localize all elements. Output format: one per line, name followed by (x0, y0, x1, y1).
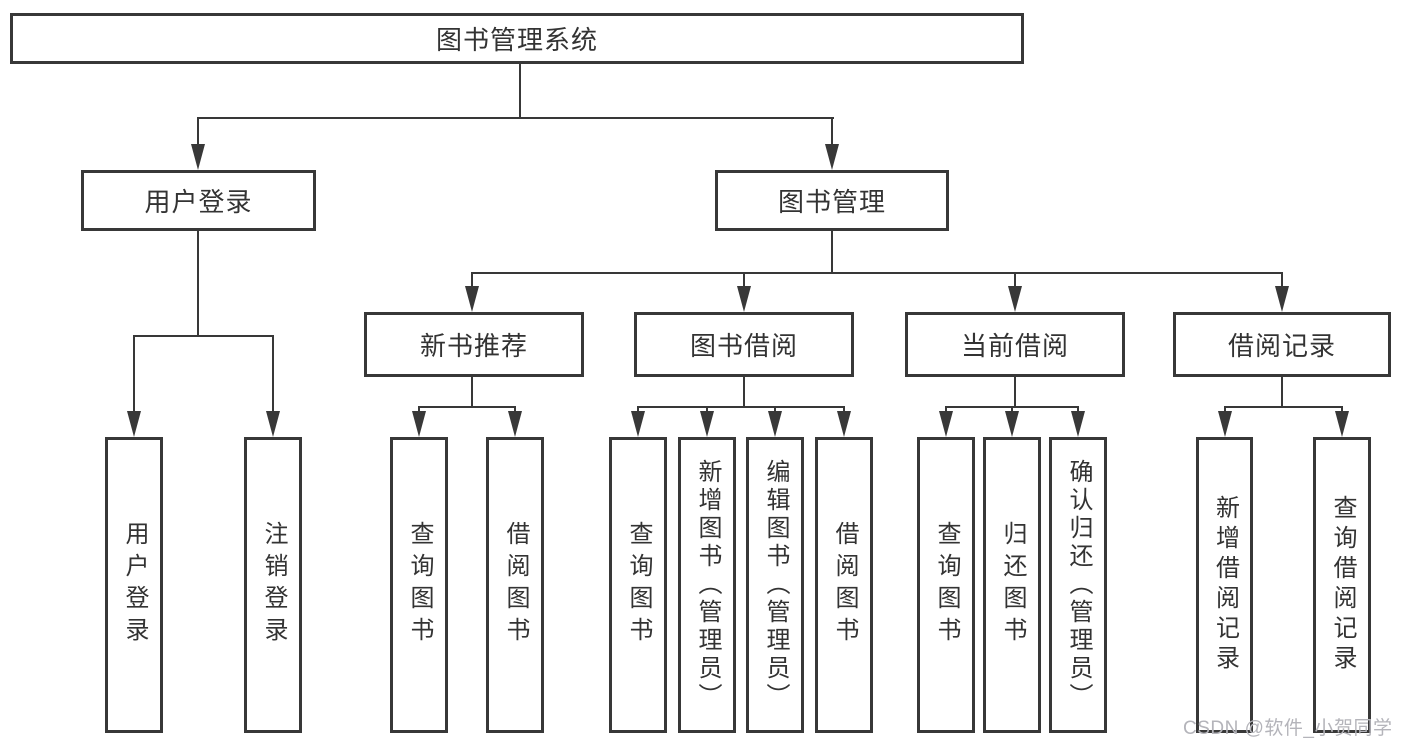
connector-l2-rail (197, 117, 834, 119)
leaf-cb-confirm-return-admin-label: 确认归还（管理员） (1065, 459, 1092, 711)
leaf-bb-edit-books-admin-label: 编辑图书（管理员） (762, 459, 789, 711)
node-user-login-label: 用户登录 (144, 187, 253, 217)
node-root-label: 图书管理系统 (435, 25, 598, 55)
node-book-borrow-label: 图书借阅 (689, 331, 798, 361)
node-book-management-label: 图书管理 (777, 187, 886, 217)
arrowhead-nb-borrow (508, 411, 522, 437)
arrowhead-cb-query (939, 411, 953, 437)
arrowhead-new-book (465, 286, 479, 312)
node-user-login: 用户登录 (81, 170, 316, 231)
arrowhead-br-query (1335, 411, 1349, 437)
leaf-bb-borrow-books: 借阅图书 (815, 437, 873, 733)
arrowhead-borrow-records (1275, 286, 1289, 312)
node-new-book-recommend: 新书推荐 (364, 312, 584, 377)
leaf-bb-borrow-books-label: 借阅图书 (831, 521, 858, 649)
leaf-user-login-label: 用户登录 (121, 521, 148, 649)
leaf-cb-query-books: 查询图书 (917, 437, 975, 733)
node-new-book-recommend-label: 新书推荐 (419, 331, 528, 361)
arrowhead-cb-confirm (1071, 411, 1085, 437)
connector-borrow-records-rail (1224, 406, 1343, 408)
connector-current-borrow-stem (1014, 377, 1016, 408)
connector-new-book-rail (418, 406, 516, 408)
connector-drop-book-borrow (743, 272, 745, 290)
arrowhead-cb-return (1005, 411, 1019, 437)
node-current-borrow: 当前借阅 (905, 312, 1125, 377)
connector-drop-login-leaf (133, 335, 135, 415)
leaf-cb-confirm-return-admin: 确认归还（管理员） (1049, 437, 1107, 733)
connector-drop-logout-leaf (272, 335, 274, 415)
connector-book-mgmt-stem (831, 231, 833, 274)
leaf-br-query-record: 查询借阅记录 (1313, 437, 1371, 733)
connector-l2-drop-left (197, 117, 199, 149)
arrowhead-user-login (191, 144, 205, 170)
leaf-br-query-record-label: 查询借阅记录 (1329, 495, 1356, 675)
leaf-user-login: 用户登录 (105, 437, 163, 733)
leaf-bb-query-books-label: 查询图书 (625, 521, 652, 649)
leaf-cb-query-books-label: 查询图书 (933, 521, 960, 649)
node-borrow-records: 借阅记录 (1173, 312, 1391, 377)
node-book-management: 图书管理 (715, 170, 949, 231)
arrowhead-bb-edit (768, 411, 782, 437)
leaf-bb-add-books-admin-label: 新增图书（管理员） (694, 459, 721, 711)
connector-book-borrow-rail (637, 406, 845, 408)
arrowhead-login-leaf (127, 411, 141, 437)
connector-drop-borrow-records (1281, 272, 1283, 290)
connector-new-book-stem (471, 377, 473, 408)
node-borrow-records-label: 借阅记录 (1227, 331, 1336, 361)
arrowhead-logout-leaf (266, 411, 280, 437)
leaf-br-add-record-label: 新增借阅记录 (1211, 495, 1239, 675)
arrowhead-book-management (825, 144, 839, 170)
connector-book-borrow-stem (743, 377, 745, 408)
connector-root-stem (519, 62, 521, 118)
leaf-cb-return-books-label: 归还图书 (999, 521, 1026, 649)
connector-l3-rail (471, 272, 1283, 274)
arrowhead-bb-query (631, 411, 645, 437)
connector-user-login-rail (133, 335, 274, 337)
leaf-bb-add-books-admin: 新增图书（管理员） (678, 437, 736, 733)
arrowhead-br-add (1218, 411, 1232, 437)
leaf-logout-label: 注销登录 (260, 521, 287, 649)
connector-drop-current-borrow (1014, 272, 1016, 290)
arrowhead-bb-add (700, 411, 714, 437)
node-root-library-system: 图书管理系统 (10, 13, 1024, 64)
leaf-bb-query-books: 查询图书 (609, 437, 667, 733)
arrowhead-nb-query (412, 411, 426, 437)
leaf-bb-edit-books-admin: 编辑图书（管理员） (746, 437, 804, 733)
csdn-watermark: CSDN @软件_小贺同学 (1183, 718, 1393, 739)
arrowhead-bb-borrow (837, 411, 851, 437)
leaf-br-add-record: 新增借阅记录 (1196, 437, 1253, 733)
connector-drop-new-book (471, 272, 473, 290)
node-book-borrow: 图书借阅 (634, 312, 854, 377)
leaf-nb-borrow-books: 借阅图书 (486, 437, 544, 733)
leaf-logout: 注销登录 (244, 437, 302, 733)
node-current-borrow-label: 当前借阅 (960, 331, 1069, 361)
connector-user-login-stem (197, 231, 199, 337)
leaf-nb-query-books: 查询图书 (390, 437, 448, 733)
leaf-nb-borrow-books-label: 借阅图书 (502, 521, 529, 649)
leaf-cb-return-books: 归还图书 (983, 437, 1041, 733)
connector-borrow-records-stem (1281, 377, 1283, 408)
arrowhead-current-borrow (1008, 286, 1022, 312)
arrowhead-book-borrow (737, 286, 751, 312)
connector-l2-drop-right (831, 117, 833, 149)
leaf-nb-query-books-label: 查询图书 (406, 521, 433, 649)
